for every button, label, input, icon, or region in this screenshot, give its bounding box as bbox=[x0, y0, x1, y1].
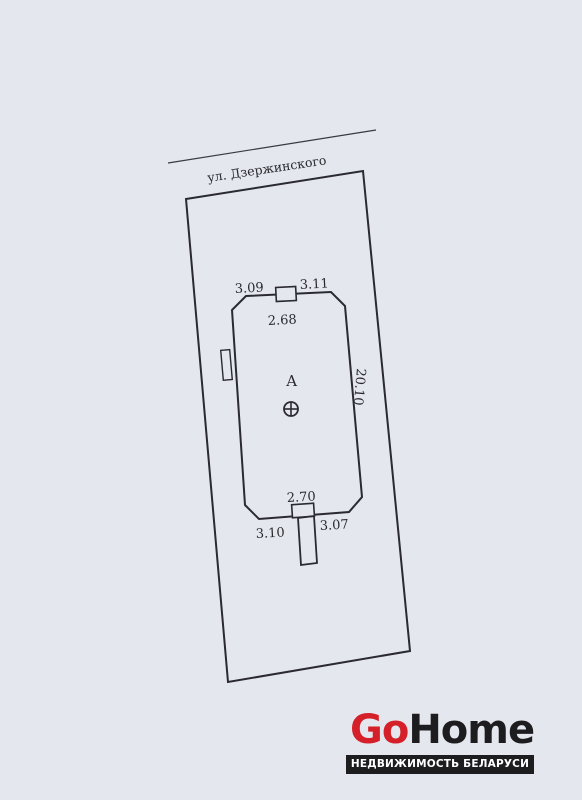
plot-boundary bbox=[184, 169, 412, 684]
logo-wordmark: GoHome bbox=[350, 706, 535, 754]
dim-bottom-left: 3.10 bbox=[255, 525, 285, 541]
logo-go: Go bbox=[350, 707, 409, 753]
dim-bottom-right: 3.07 bbox=[319, 517, 349, 533]
dim-top-right: 3.11 bbox=[299, 276, 329, 292]
dim-right-side: 20.10 bbox=[350, 368, 368, 406]
dim-bottom-porch: 2.70 bbox=[286, 489, 316, 505]
logo-tagline: НЕДВИЖИМОСТЬ БЕЛАРУСИ bbox=[346, 755, 534, 774]
porch-side bbox=[219, 348, 234, 382]
walkway bbox=[297, 514, 318, 567]
street-line bbox=[167, 129, 377, 164]
gohome-logo: GoHome НЕДВИЖИМОСТЬ БЕЛАРУСИ bbox=[346, 707, 536, 774]
building-label: А bbox=[286, 372, 298, 390]
dim-top-left: 3.09 bbox=[234, 280, 264, 296]
porch-top bbox=[274, 285, 298, 303]
dim-top-porch: 2.68 bbox=[267, 312, 297, 328]
building-outline bbox=[230, 290, 364, 521]
center-marker-icon bbox=[283, 401, 299, 417]
logo-home: Home bbox=[408, 707, 535, 753]
